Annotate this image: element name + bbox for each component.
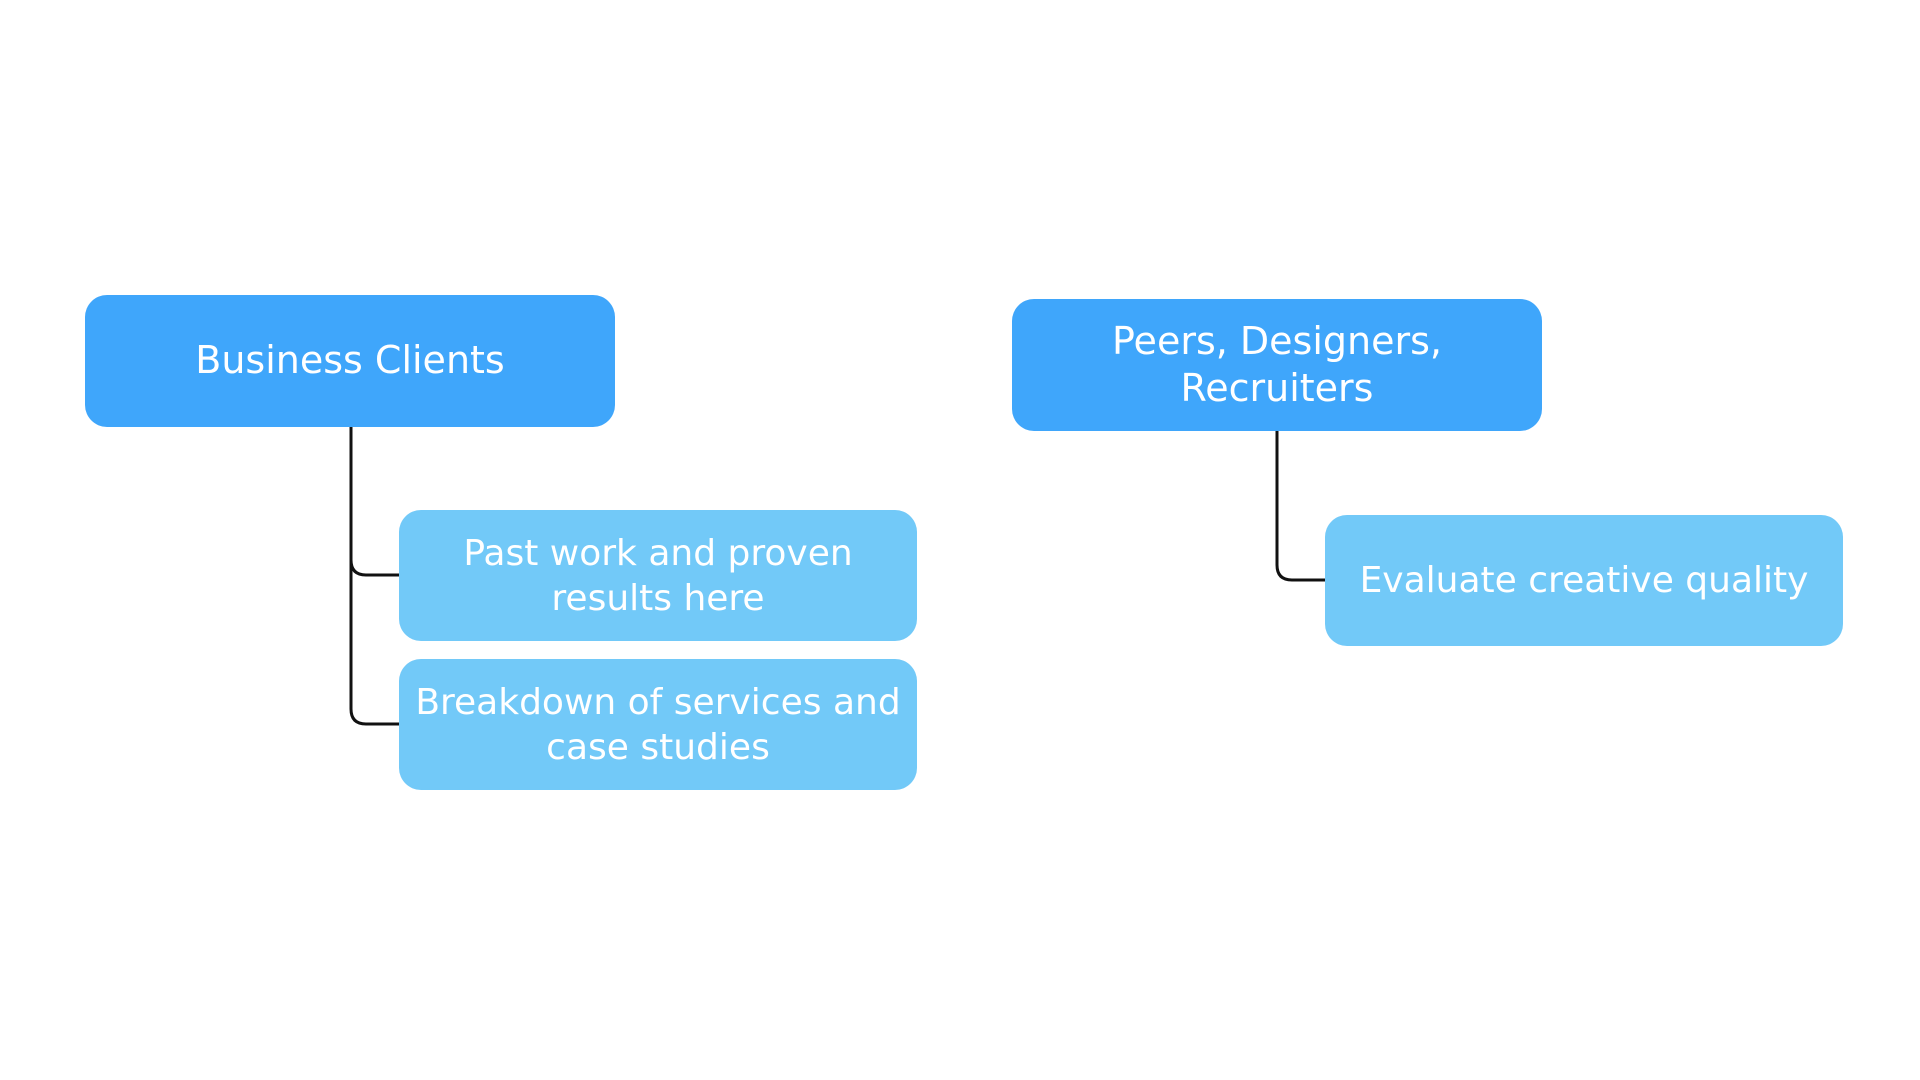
past-work-label: Past work and proven results here xyxy=(463,532,853,619)
services-breakdown-node: Breakdown of services and case studies xyxy=(399,659,917,790)
business-clients-node: Business Clients xyxy=(85,295,615,427)
peers-designers-recruiters-label: Peers, Designers, Recruiters xyxy=(1112,318,1442,411)
services-breakdown-label: Breakdown of services and case studies xyxy=(415,681,901,768)
connector-business-clients-to-past-work xyxy=(349,427,399,577)
peers-designers-recruiters-node: Peers, Designers, Recruiters xyxy=(1012,299,1542,431)
evaluate-creative-quality-node: Evaluate creative quality xyxy=(1325,515,1843,646)
connector-peers-to-evaluate xyxy=(1275,431,1325,582)
past-work-node: Past work and proven results here xyxy=(399,510,917,641)
business-clients-label: Business Clients xyxy=(195,338,505,383)
connector-business-clients-to-breakdown xyxy=(349,560,399,726)
evaluate-creative-quality-label: Evaluate creative quality xyxy=(1359,560,1809,601)
